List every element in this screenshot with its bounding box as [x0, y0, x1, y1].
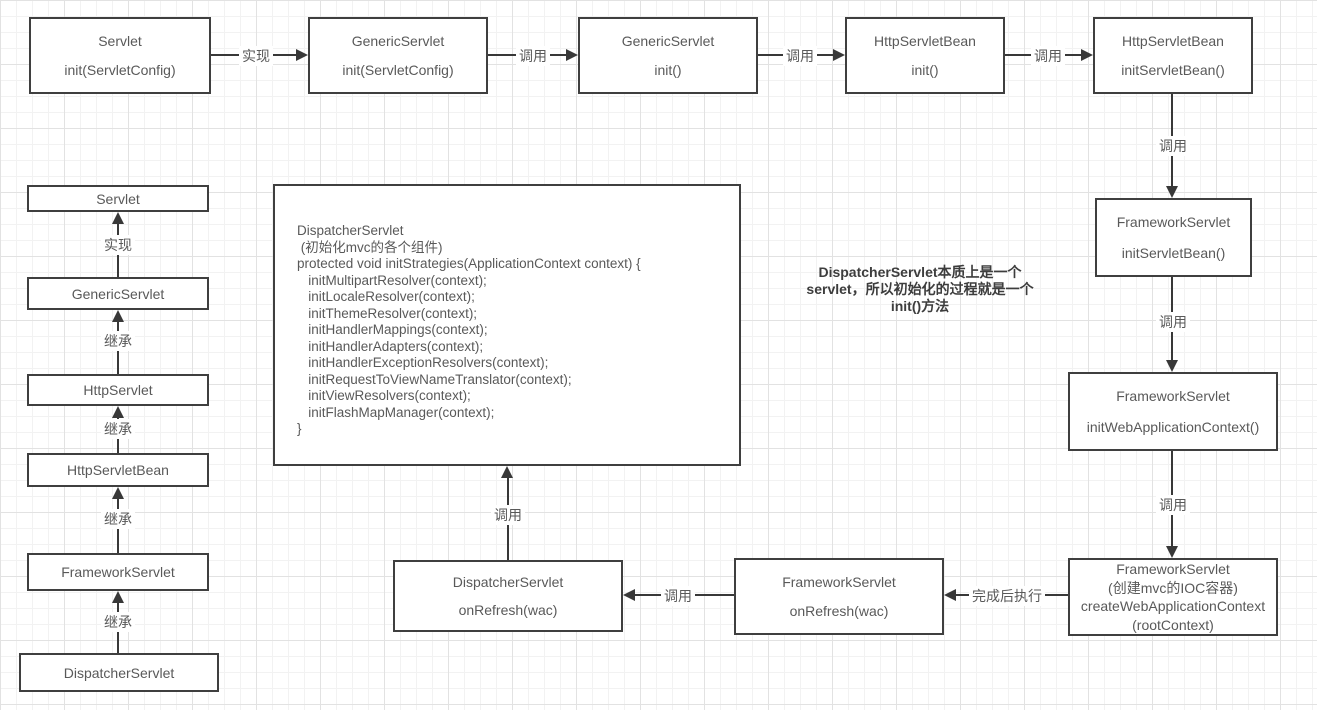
edge-label-inherit: 继承	[101, 331, 135, 351]
node-frameworkservlet-createwebapplicationcontext[interactable]: FrameworkServlet (创建mvc的IOC容器) createWeb…	[1068, 558, 1278, 636]
note-line: init()方法	[890, 298, 950, 314]
node-hierarchy-frameworkservlet[interactable]: FrameworkServlet	[27, 553, 209, 591]
node-line: FrameworkServlet	[1116, 561, 1230, 577]
edge-label-call: 调用	[783, 46, 817, 66]
arrowhead-up-icon	[501, 466, 513, 478]
code-line: initLocaleResolver(context);	[297, 289, 475, 304]
node-line: (rootContext)	[1132, 616, 1214, 633]
arrowhead-up-icon	[112, 310, 124, 322]
code-line: initViewResolvers(context);	[297, 388, 471, 403]
arrowhead-right-icon	[1081, 49, 1093, 61]
node-method: initServletBean()	[1121, 62, 1225, 79]
note-line: servlet，所以初始化的过程就是一个	[806, 281, 1034, 297]
arrowhead-right-icon	[566, 49, 578, 61]
node-title: Servlet	[96, 190, 140, 207]
edge-label-call: 调用	[516, 46, 550, 66]
note-line: DispatcherServlet本质上是一个	[818, 264, 1022, 280]
node-method: init()	[911, 62, 939, 79]
edge-label-inherit: 继承	[101, 612, 135, 632]
code-line: initFlashMapManager(context);	[297, 404, 495, 420]
node-title: HttpServletBean	[67, 462, 169, 478]
node-genericservlet-init[interactable]: GenericServlet init()	[578, 17, 758, 94]
arrowhead-down-icon	[1166, 186, 1178, 198]
code-line: initThemeResolver(context);	[297, 305, 478, 321]
node-dispatcherservlet-onrefresh[interactable]: DispatcherServlet onRefresh(wac)	[393, 560, 623, 632]
node-frameworkservlet-onrefresh[interactable]: FrameworkServlet onRefresh(wac)	[734, 558, 944, 635]
edge-label-call: 调用	[491, 505, 525, 525]
node-httpservletbean-initservletbean[interactable]: HttpServletBean initServletBean()	[1093, 17, 1253, 94]
code-line: (初始化mvc的各个组件)	[297, 239, 443, 255]
node-method: init()	[654, 62, 682, 79]
node-title: FrameworkServlet	[1116, 214, 1231, 231]
node-title: GenericServlet	[621, 32, 715, 49]
node-method: onRefresh(wac)	[789, 603, 889, 620]
edge-label-call: 调用	[661, 586, 695, 606]
code-line: initHandlerExceptionResolvers(context);	[297, 355, 549, 370]
node-method: onRefresh(wac)	[458, 602, 558, 618]
node-hierarchy-genericservlet[interactable]: GenericServlet	[27, 277, 209, 310]
node-line: (创建mvc的IOC容器)	[1108, 579, 1238, 596]
code-line: initRequestToViewNameTranslator(context)…	[297, 371, 572, 387]
edge-label-inherit: 继承	[101, 509, 135, 529]
node-initstrategies-code[interactable]: DispatcherServlet (初始化mvc的各个组件) protecte…	[273, 184, 741, 466]
node-title: GenericServlet	[351, 32, 445, 49]
edge-label-call: 调用	[1156, 495, 1190, 515]
edge-label-call: 调用	[1031, 46, 1065, 66]
node-title: FrameworkServlet	[61, 564, 175, 580]
arrowhead-up-icon	[112, 591, 124, 603]
node-method: init(ServletConfig)	[342, 62, 454, 79]
node-line: createWebApplicationContext	[1080, 598, 1266, 614]
node-hierarchy-httpservletbean[interactable]: HttpServletBean	[27, 453, 209, 487]
edge-label-implement: 实现	[101, 235, 135, 255]
node-title: FrameworkServlet	[1116, 388, 1230, 405]
node-title: GenericServlet	[71, 285, 165, 302]
node-servlet-init-config[interactable]: Servlet init(ServletConfig)	[29, 17, 211, 94]
node-hierarchy-servlet[interactable]: Servlet	[27, 185, 209, 212]
node-hierarchy-dispatcherservlet[interactable]: DispatcherServlet	[19, 653, 219, 692]
node-method: initWebApplicationContext()	[1086, 418, 1260, 435]
node-title: DispatcherServlet	[63, 664, 175, 681]
node-title: HttpServletBean	[1122, 32, 1224, 49]
arrowhead-up-icon	[112, 406, 124, 418]
node-title: HttpServletBean	[874, 32, 976, 49]
annotation-note: DispatcherServlet本质上是一个 servlet，所以初始化的过程…	[780, 264, 1060, 315]
node-hierarchy-httpservlet[interactable]: HttpServlet	[27, 374, 209, 406]
arrowhead-left-icon	[944, 589, 956, 601]
node-method: initServletBean()	[1121, 244, 1226, 261]
edge-label-inherit: 继承	[101, 419, 135, 439]
node-method: init(ServletConfig)	[64, 62, 176, 79]
arrowhead-down-icon	[1166, 360, 1178, 372]
arrowhead-right-icon	[833, 49, 845, 61]
code-line: initMultipartResolver(context);	[297, 272, 487, 288]
arrowhead-right-icon	[296, 49, 308, 61]
code-line: initHandlerAdapters(context);	[297, 338, 484, 354]
code-line: protected void initStrategies(Applicatio…	[297, 256, 641, 271]
code-line: initHandlerMappings(context);	[297, 322, 488, 337]
arrowhead-up-icon	[112, 212, 124, 224]
node-genericservlet-init-config[interactable]: GenericServlet init(ServletConfig)	[308, 17, 488, 94]
arrowhead-up-icon	[112, 487, 124, 499]
edge-label-call: 调用	[1156, 136, 1190, 156]
arrowhead-left-icon	[623, 589, 635, 601]
node-title: FrameworkServlet	[782, 573, 896, 590]
edge-label-after-complete: 完成后执行	[969, 586, 1045, 606]
edge-label-implement: 实现	[239, 46, 273, 66]
code-line: }	[297, 421, 302, 436]
node-frameworkservlet-initservletbean[interactable]: FrameworkServlet initServletBean()	[1095, 198, 1252, 277]
arrowhead-down-icon	[1166, 546, 1178, 558]
node-title: Servlet	[98, 32, 142, 49]
edge-label-call: 调用	[1156, 312, 1190, 332]
node-httpservletbean-init[interactable]: HttpServletBean init()	[845, 17, 1005, 94]
code-line: DispatcherServlet	[297, 223, 404, 238]
node-title: HttpServlet	[83, 382, 153, 398]
node-frameworkservlet-initwebapplicationcontext[interactable]: FrameworkServlet initWebApplicationConte…	[1068, 372, 1278, 451]
node-title: DispatcherServlet	[452, 574, 564, 590]
